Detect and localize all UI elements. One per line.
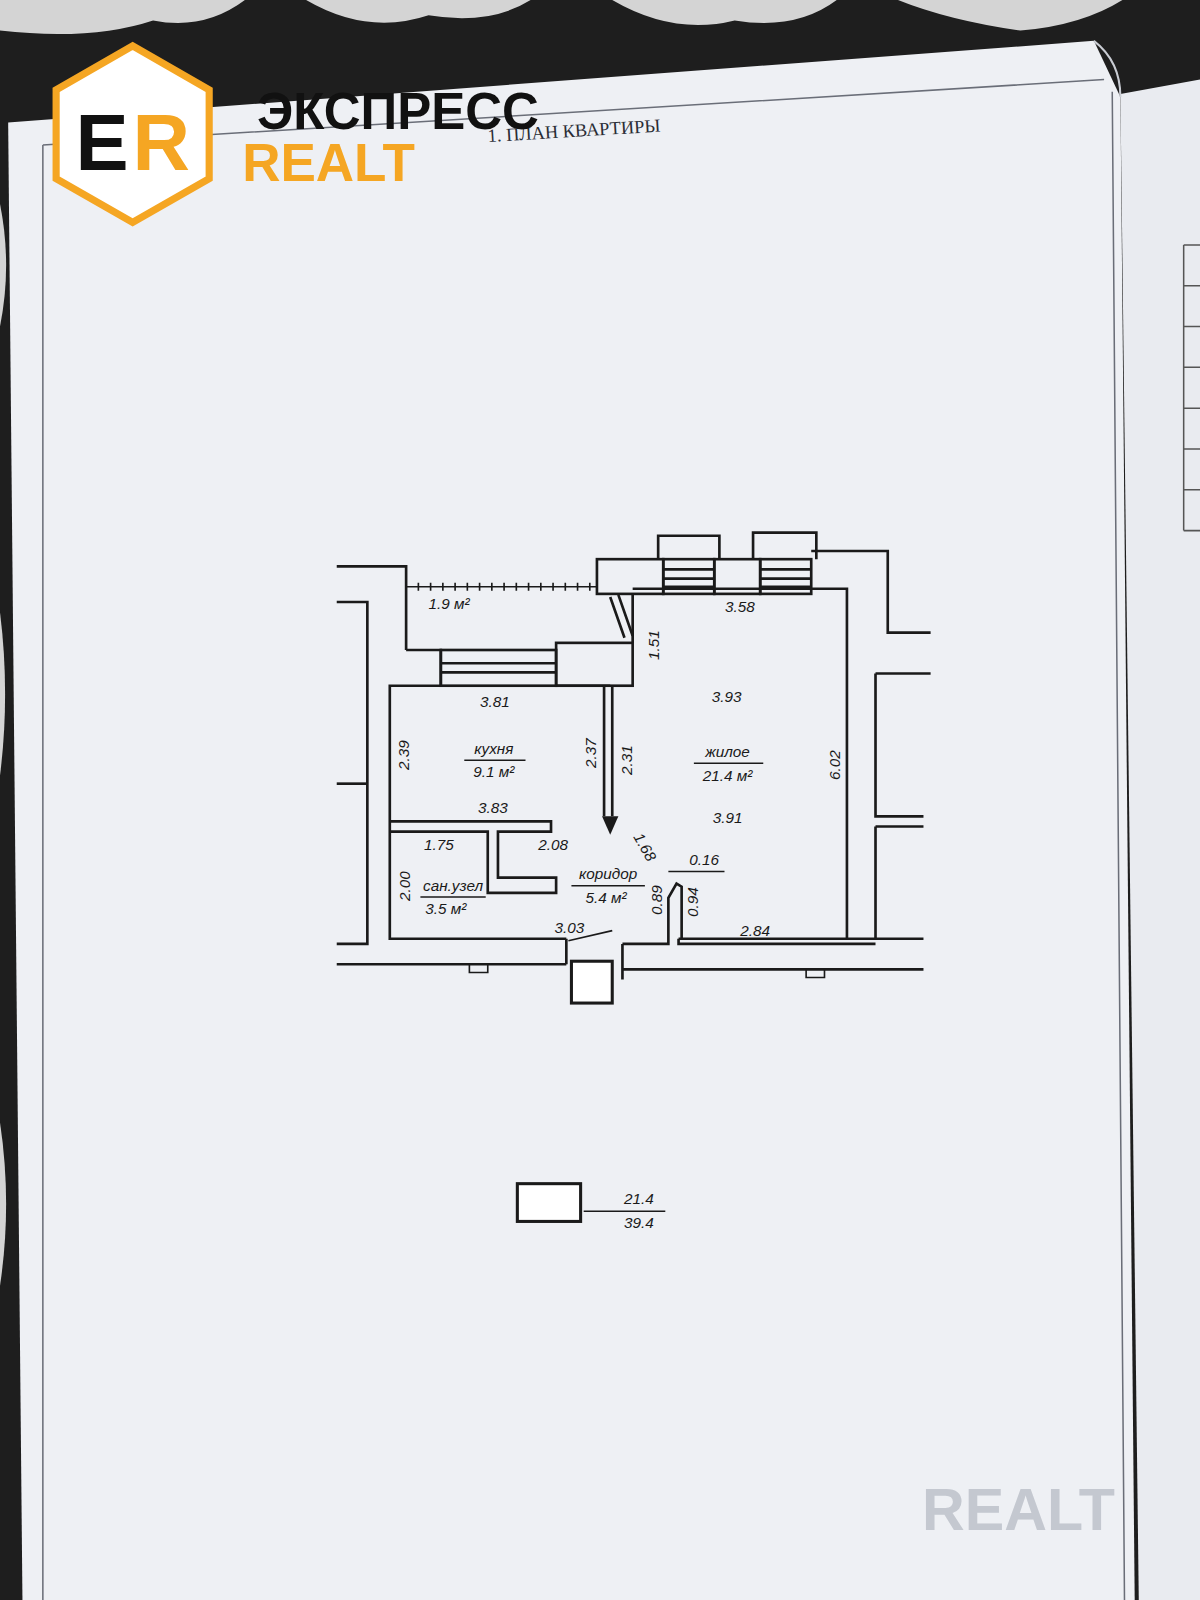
room-name: кухня [474, 741, 513, 756]
dimension: 2.37 [583, 738, 598, 768]
dimension: 3.91 [713, 811, 743, 826]
room-name: коридор [579, 867, 637, 882]
dimension: 2.39 [396, 740, 411, 770]
dimension: 3.03 [554, 920, 584, 935]
dimension: 2.00 [397, 871, 412, 901]
room-name: жилое [705, 744, 750, 759]
room-area: 21.4 м² [703, 768, 753, 783]
watermark: REALT [922, 1481, 1115, 1540]
area-fraction: 39.4 [624, 1216, 654, 1231]
dimension: 1.68 [631, 830, 659, 863]
logo-letter: E [75, 103, 128, 183]
dimension: 0.89 [649, 885, 664, 915]
dimension: 0.16 [689, 853, 719, 868]
dimension: 2.31 [619, 745, 634, 775]
dimension: 2.08 [538, 837, 568, 852]
logo-letter: R [132, 103, 189, 183]
dimension: 3.83 [478, 801, 508, 816]
dimension: 1.51 [646, 630, 661, 660]
dimension: 2.84 [740, 923, 770, 938]
logo-text: REALT [242, 137, 415, 190]
room-area: 3.5 м² [425, 902, 466, 917]
dimension: 3.93 [712, 689, 742, 704]
dimension: 3.81 [480, 694, 510, 709]
room-area: 5.4 м² [586, 890, 627, 905]
area-fraction: 21.4 [624, 1191, 654, 1206]
dimension: 0.94 [685, 887, 700, 917]
room-area: 1.9 м² [428, 596, 469, 611]
logo-text: ЭКСПРЕСС [257, 87, 539, 138]
room-area: 9.1 м² [473, 765, 514, 780]
dimension: 6.02 [827, 750, 842, 780]
dimension: 3.58 [725, 599, 755, 614]
room-name: сан.узел [423, 878, 483, 893]
dimension: 1.75 [424, 837, 454, 852]
